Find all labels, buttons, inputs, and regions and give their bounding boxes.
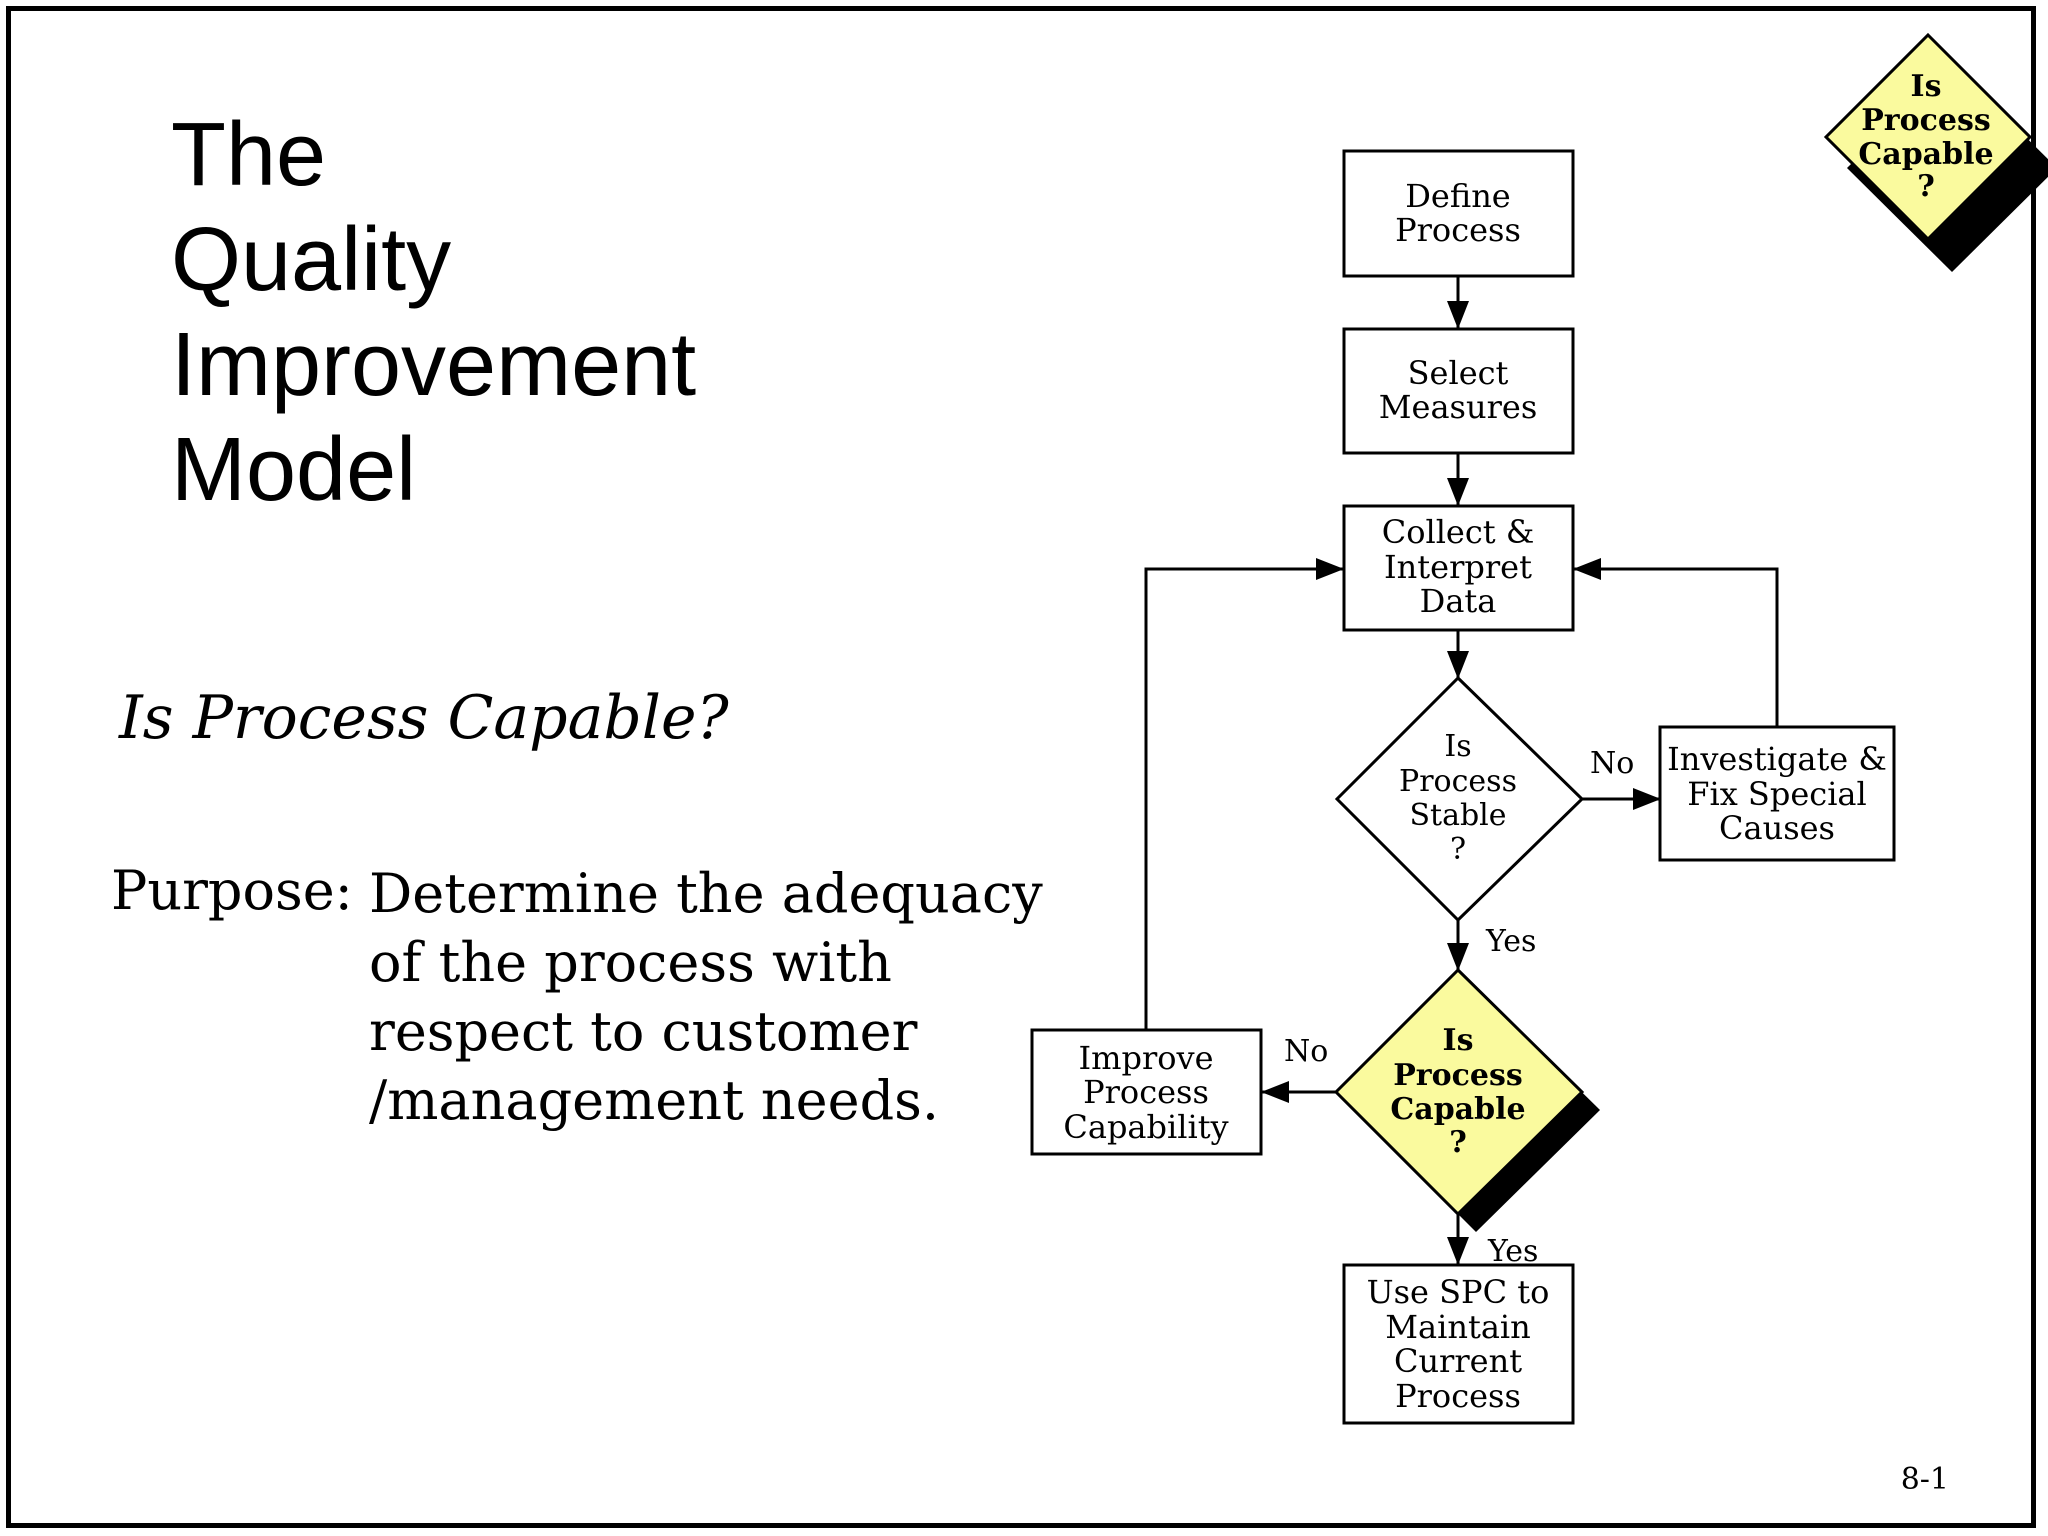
purpose-label: Purpose: (111, 859, 353, 922)
use-spc-box: Use SPC to Maintain Current Process (1342, 1263, 1575, 1425)
box-line: Process (1083, 1073, 1209, 1111)
box-line: Measures (1379, 388, 1537, 426)
investigate-box: Investigate & Fix Special Causes (1658, 725, 1896, 862)
box-line: Define (1405, 177, 1510, 215)
capable-decision: Is Process Capable ? (1333, 967, 1600, 1232)
box-line: Investigate & (1667, 740, 1887, 778)
slide-subtitle: Is Process Capable? (119, 683, 729, 753)
decision-line: Capable (1390, 1092, 1525, 1127)
box-line: Improve (1078, 1039, 1213, 1077)
purpose-line: respect to customer (369, 1000, 918, 1063)
box-line: Process (1395, 211, 1521, 249)
purpose-line: of the process with (369, 931, 892, 994)
stable-decision: Is Process Stable ? (1334, 675, 1585, 923)
title-line: Quality (171, 210, 452, 310)
box-line: Current (1394, 1342, 1522, 1380)
box-line: Process (1395, 1377, 1521, 1415)
box-line: Collect & (1382, 513, 1535, 551)
page-number: 8-1 (1900, 1462, 1949, 1497)
decision-line: Is (1443, 1023, 1474, 1058)
title-line: Improvement (171, 315, 697, 415)
slide-title: The Quality Improvement Model (171, 103, 696, 523)
box-line: Select (1408, 354, 1509, 392)
decision-line: Is (1444, 729, 1471, 764)
select-measures-box: Select Measures (1342, 327, 1575, 455)
label-yes-capable: Yes (1487, 1234, 1538, 1269)
box-line: Maintain (1385, 1308, 1530, 1346)
box-line: Interpret (1384, 548, 1532, 586)
box-line: Fix Special (1687, 775, 1866, 813)
improve-capability-box: Improve Process Capability (1030, 1028, 1263, 1156)
title-line: The (171, 105, 327, 205)
badge-diamond (1823, 32, 2033, 242)
capable-badge: Is Process Capable ? (1823, 32, 2048, 272)
arrow-investigate-to-collect (1573, 558, 1779, 727)
box-line: Use SPC to (1367, 1273, 1550, 1311)
decision-line: ? (1449, 1125, 1467, 1160)
title-line: Model (171, 420, 417, 520)
badge-line: Process (1861, 103, 1991, 138)
purpose-text: Determine the adequacy of the process wi… (369, 859, 1043, 1135)
purpose-line: /management needs. (369, 1069, 940, 1132)
decision-line: Process (1399, 764, 1517, 799)
box-line: Data (1420, 582, 1497, 620)
decision-line: Stable (1409, 798, 1506, 833)
define-process-box: Define Process (1342, 149, 1575, 278)
purpose-line: Determine the adequacy (369, 862, 1043, 925)
label-yes-stable: Yes (1485, 924, 1536, 959)
label-no-stable: No (1590, 746, 1634, 781)
label-no-capable: No (1284, 1034, 1328, 1069)
badge-line: ? (1917, 169, 1935, 204)
badge-line: Is (1911, 69, 1942, 104)
decision-line: Process (1393, 1058, 1523, 1093)
box-line: Causes (1719, 809, 1835, 847)
decision-line: ? (1450, 832, 1466, 867)
collect-data-box: Collect & Interpret Data (1342, 504, 1575, 632)
arrow-improve-to-collect (1144, 558, 1344, 1030)
badge-line: Capable (1858, 137, 1993, 172)
box-line: Capability (1063, 1108, 1228, 1146)
